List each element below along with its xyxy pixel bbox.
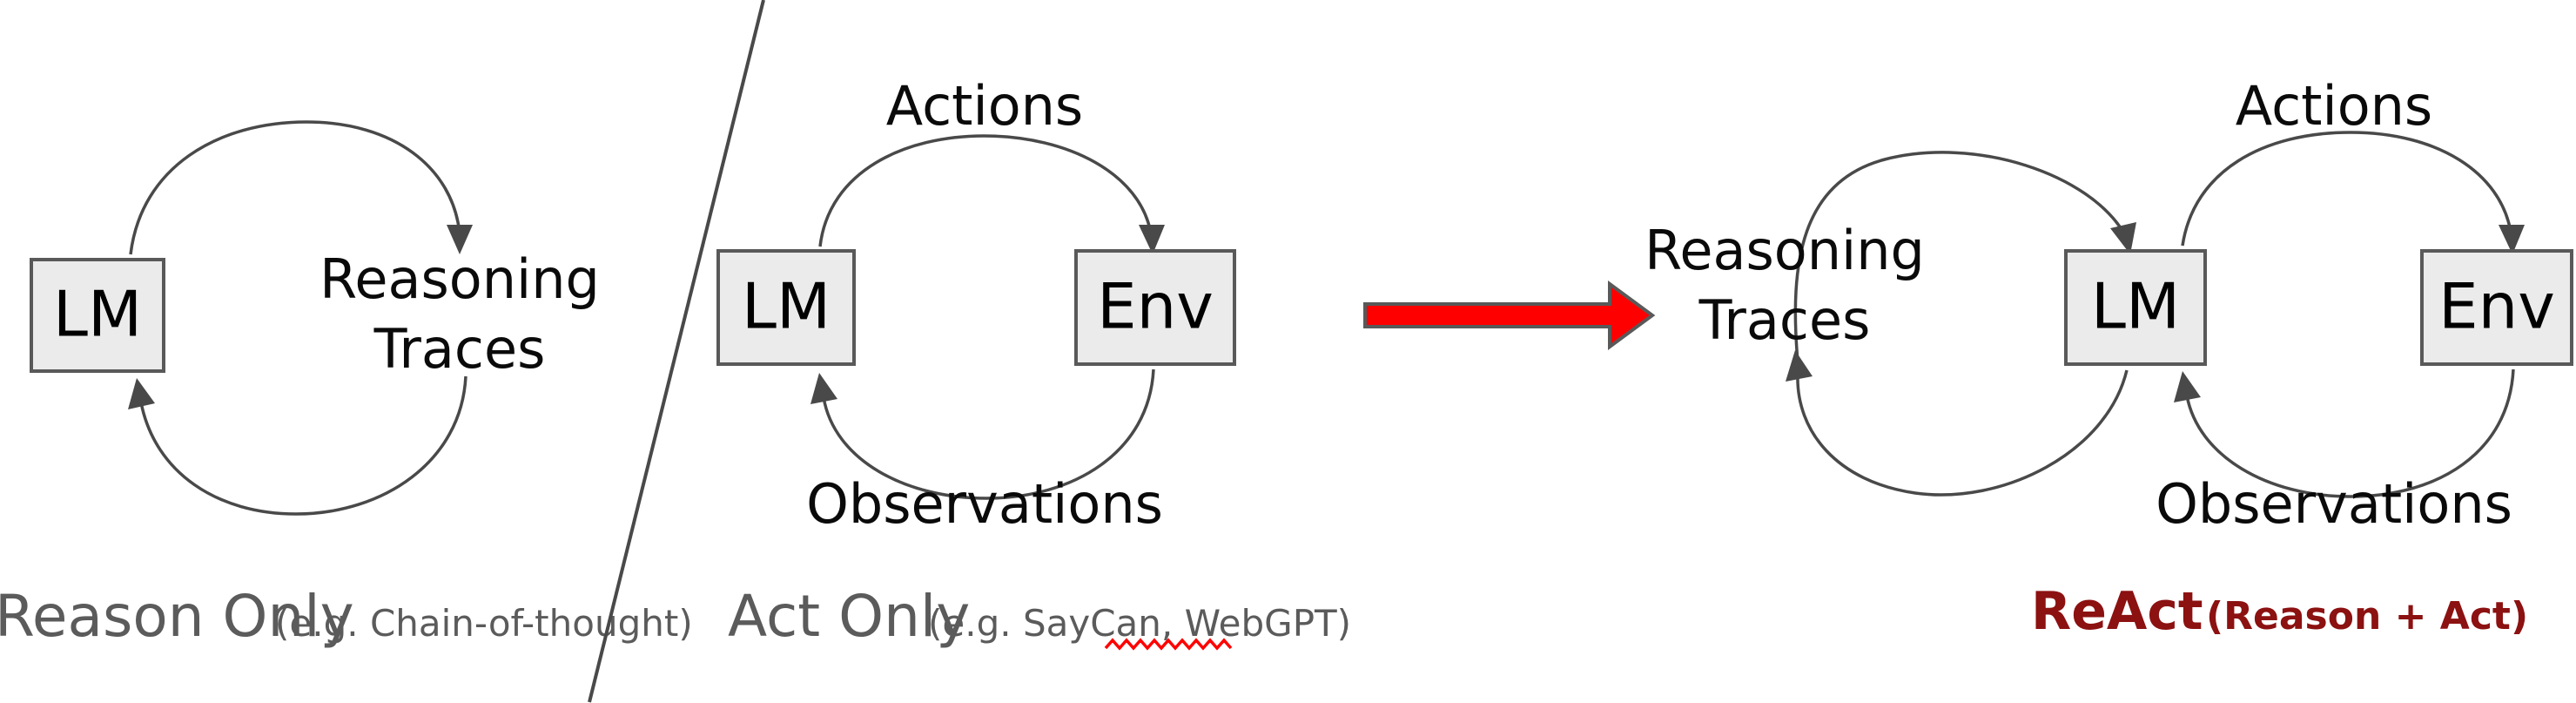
node-env-box-react [2420,249,2573,366]
label-reasoning-line2-react: Traces [1698,288,1871,352]
node-lm-box-react [2064,249,2207,366]
edge-reasoning-traces-top [129,120,461,255]
node-lm-label-react: LM [2091,270,2180,343]
node-lm-label-act-only: LM [742,270,831,343]
arrowhead-actions-act-only [1139,225,1165,254]
panel-reason-only: LM Reasoning Traces Reason Only (e.g. Ch… [0,120,693,650]
edge-reasoning-traces-top-react [1793,151,2126,362]
node-lm-label-reason-only: LM [53,278,142,351]
panel-divider-line [588,0,765,703]
edge-observations-act-only [822,368,1155,500]
label-actions-react: Actions [2236,74,2432,138]
node-env-box-act-only [1074,249,1236,366]
caption-react-main: ReAct [2031,581,2203,642]
label-observations-react: Observations [2156,472,2512,536]
edge-observations-react [2185,368,2515,498]
arrowhead-observations-react [2174,371,2201,402]
caption-reason-only-sub: (e.g. Chain-of-thought) [275,602,693,645]
label-reasoning-line1-react: Reasoning [1644,219,1925,282]
panel-act-only: LM Env Actions Observations Act Only (e.… [716,74,1351,651]
edge-reasoning-traces-bottom [139,375,467,516]
caption-reason-only-main: Reason Only [0,583,354,650]
panel-react: LM Env Reasoning Traces Actions Observat… [1644,74,2573,642]
node-env-label-react: Env [2438,270,2555,343]
edge-actions-act-only [818,134,1153,247]
arrowhead-reasoning-traces-bottom [128,378,155,409]
caption-act-only-sub: (e.g. SayCan, WebGPT) [928,602,1351,645]
edge-actions-react [2181,131,2512,247]
node-lm-box-act-only [716,249,856,366]
edge-reasoning-traces-bottom-react [1796,369,2129,497]
spellcheck-squiggle-webgpt [1104,638,1233,651]
label-actions-act-only: Actions [886,74,1083,138]
arrowhead-reasoning-traces-bottom-react [1786,350,1813,382]
label-reasoning-line1-reason-only: Reasoning [319,247,600,311]
caption-react-sub: (Reason + Act) [2206,594,2528,639]
arrowhead-reasoning-traces-top [447,225,473,254]
arrowhead-reasoning-traces-top-react [2110,222,2136,254]
arrowhead-observations-act-only [810,373,837,404]
label-observations-act-only: Observations [806,472,1163,536]
red-right-arrow [1363,281,1656,350]
node-lm-box-reason-only [30,258,165,373]
label-reasoning-line2-reason-only: Traces [373,317,546,381]
caption-act-only-main: Act Only [728,583,970,650]
node-env-label-act-only: Env [1097,270,1214,343]
arrowhead-actions-react [2499,225,2525,254]
